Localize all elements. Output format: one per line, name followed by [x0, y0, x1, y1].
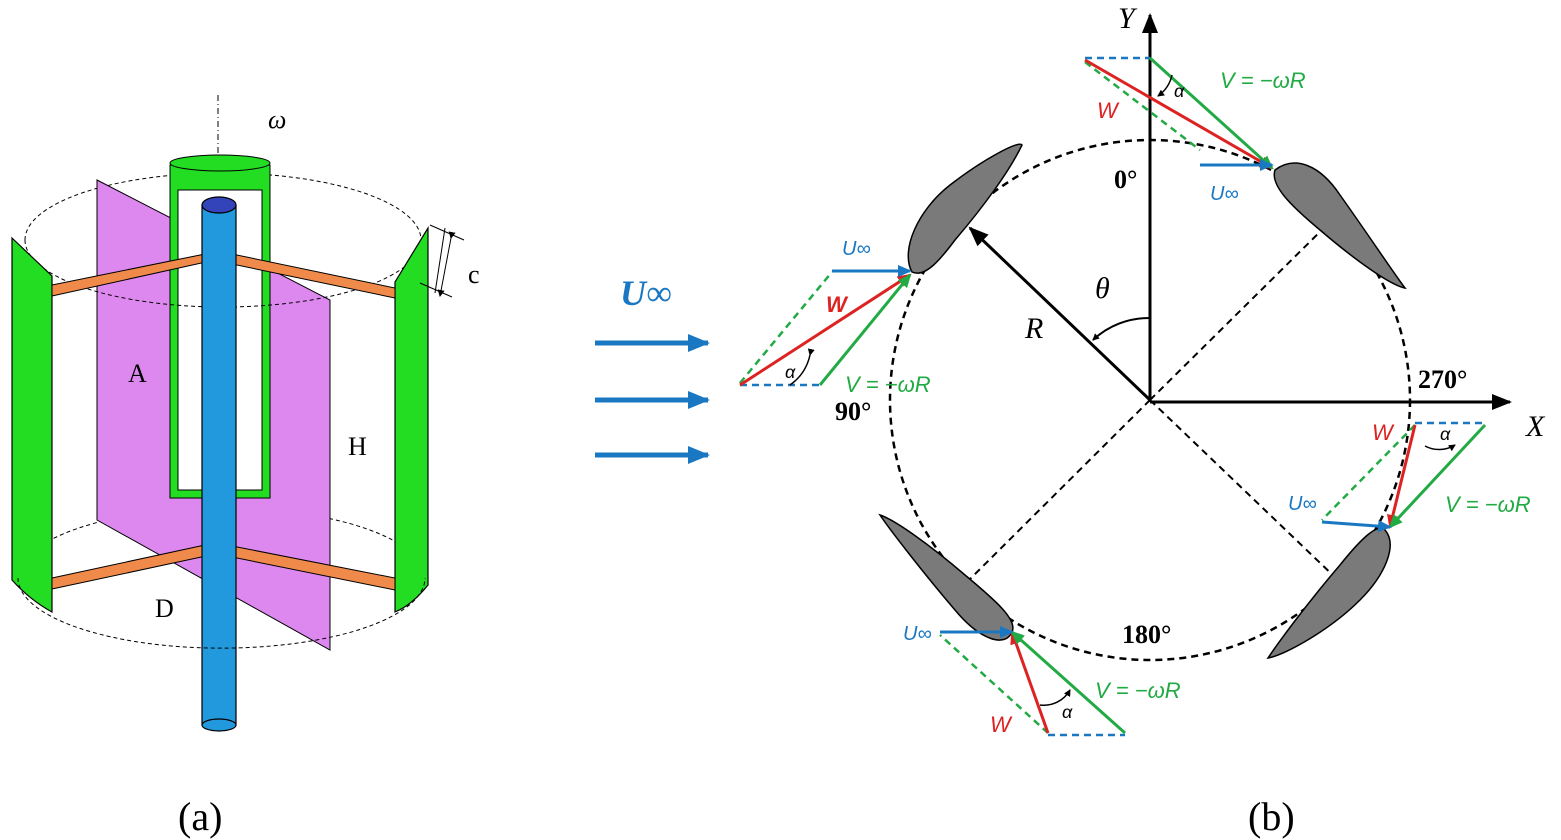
azimuth-180: 180° [1122, 620, 1171, 649]
azimuth-90: 90° [835, 397, 871, 426]
y-axis-label: Y [1118, 2, 1138, 35]
back-blade-top [169, 154, 271, 172]
caption-a: (a) [178, 794, 222, 839]
airfoil-upper-left [907, 143, 1023, 274]
u-label-90: U∞ [842, 238, 871, 260]
alpha-label-180: α [1062, 702, 1073, 722]
shaft-top [201, 196, 237, 214]
freestream-label: U∞ [620, 273, 672, 313]
theta-label: θ [1095, 272, 1110, 305]
x-axis-label: X [1525, 410, 1546, 443]
left-blade [11, 236, 53, 614]
right-blade [394, 225, 429, 613]
alpha-label-90: α [785, 362, 796, 382]
area-label: A [128, 359, 147, 388]
chord-dimension [434, 227, 446, 294]
u-label-0: U∞ [1210, 183, 1239, 205]
height-label: H [348, 432, 367, 461]
chord-label: c [468, 260, 480, 289]
alpha-label-0: α [1174, 81, 1185, 101]
caption-b: (b) [1248, 794, 1295, 839]
v-label-0: V = −ωR [1220, 68, 1306, 93]
azimuth-0: 0° [1114, 165, 1137, 194]
u-label-180: U∞ [903, 623, 932, 645]
panel-a-turbine: ω c A H D [11, 95, 480, 732]
w-label-270: W [1372, 420, 1395, 445]
v-label-180: V = −ωR [1095, 678, 1181, 703]
triangle-270deg: W V = −ωR U∞ α [1288, 420, 1531, 533]
v-label-90: V = −ωR [845, 372, 931, 397]
diameter-label: D [155, 594, 174, 623]
triangle-90deg: W V = −ωR U∞ α [739, 238, 931, 397]
triangle-180deg: W V = −ωR U∞ α [903, 623, 1181, 737]
alpha-label-270: α [1440, 424, 1451, 444]
shaft [201, 204, 237, 726]
triangle-0deg: W V = −ωR U∞ α [1084, 56, 1306, 205]
radius-arrow [968, 226, 1152, 402]
omega-label: ω [268, 105, 286, 134]
w-label-90: W [826, 292, 849, 317]
radius-label: R [1024, 312, 1043, 345]
u-label-270: U∞ [1288, 493, 1317, 515]
w-label-180: W [990, 712, 1013, 737]
bottom-ellipse-front [17, 577, 426, 649]
w-label-0: W [1097, 98, 1120, 123]
panel-b-velocity-diagram: U∞ X Y R θ 0° 90° 180° 270° [595, 2, 1546, 737]
v-label-270: V = −ωR [1445, 492, 1531, 517]
airfoil-upper-right [1273, 162, 1407, 290]
airfoil-lower-right [1266, 527, 1391, 660]
theta-arc [1092, 316, 1151, 341]
azimuth-270: 270° [1418, 365, 1467, 394]
airfoil-lower-left [878, 513, 1014, 641]
